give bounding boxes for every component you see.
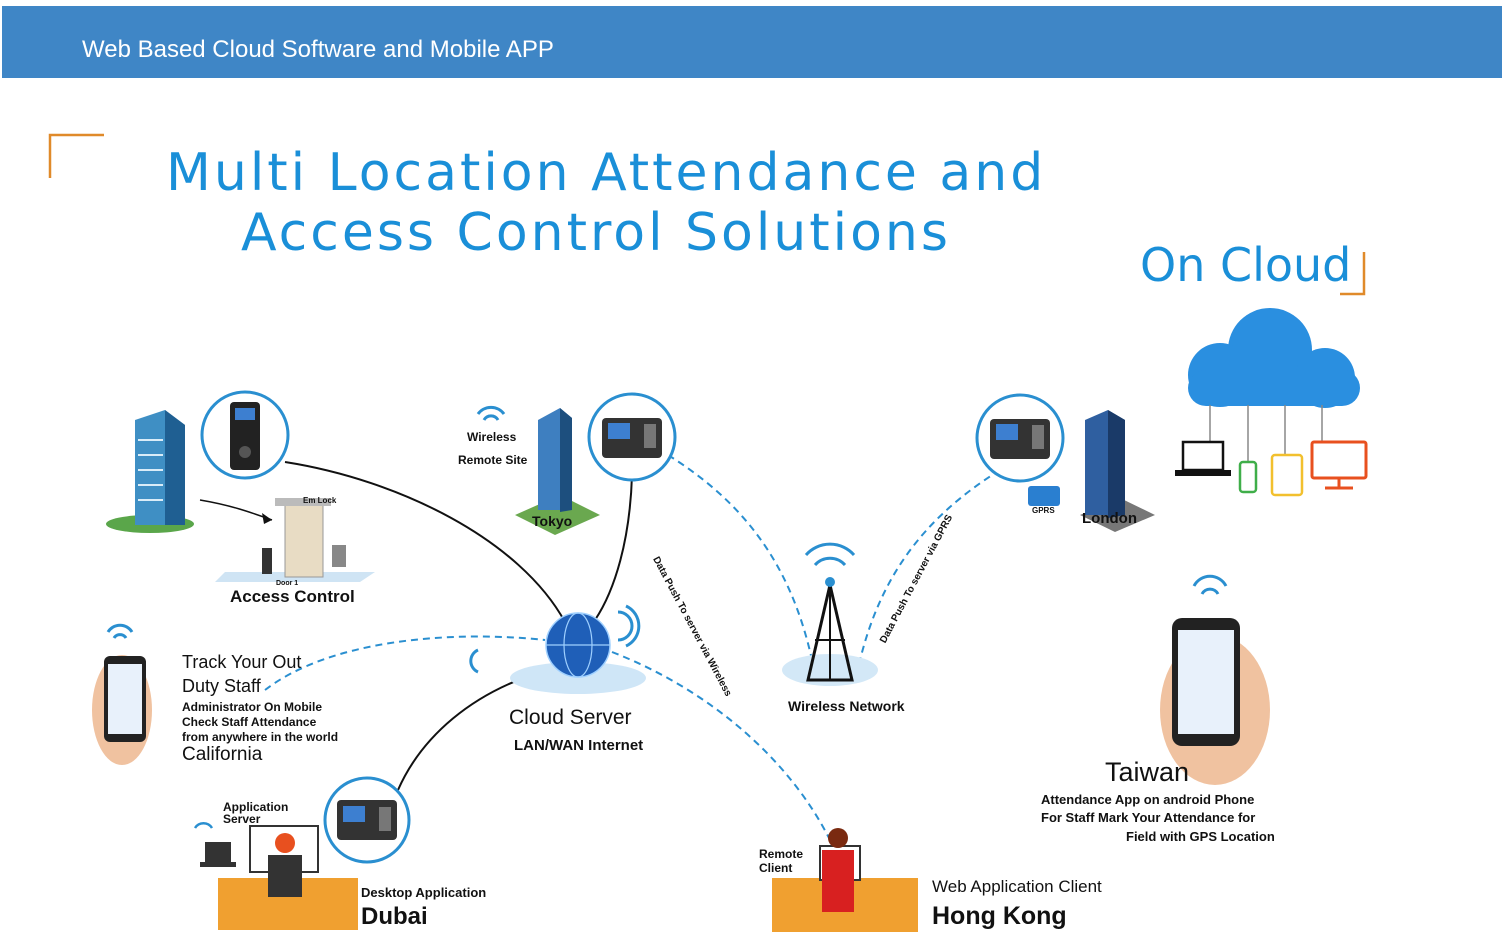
page-title-line1: Multi Location Attendance and — [166, 143, 1047, 203]
desktop-user-icon — [218, 825, 358, 930]
on-cloud-label: On Cloud — [1140, 238, 1352, 292]
line-tokyo-wireless — [667, 454, 813, 661]
taiwan-line1: Attendance App on android Phone — [1041, 792, 1255, 807]
corner-bracket-top-left — [48, 133, 104, 178]
wifi-icon-server — [469, 604, 641, 674]
web-application-client-label: Web Application Client — [932, 877, 1102, 896]
mobile-phone-icon-california — [92, 655, 152, 765]
cloud-connectors — [1209, 405, 1323, 462]
california-line5: from anywhere in the world — [182, 730, 339, 744]
california-line2: Duty Staff — [182, 676, 261, 696]
wifi-icon-dubai — [193, 822, 214, 829]
cloud-server-title: Cloud Server — [509, 706, 632, 729]
phone-icon — [1238, 460, 1258, 494]
wifi-icon-california — [106, 623, 134, 639]
line-access-control-server — [284, 461, 566, 623]
california-line3: Administrator On Mobile — [182, 700, 323, 714]
desktop-application-label: Desktop Application — [361, 885, 487, 900]
mobile-phone-icon-taiwan — [1160, 618, 1270, 785]
attendance-terminal-icon-tokyo — [587, 392, 677, 482]
taiwan-line2: For Staff Mark Your Attendance for — [1041, 810, 1256, 825]
tokyo-wireless-label: Wireless — [467, 430, 517, 444]
access-control-label: Access Control — [230, 587, 355, 606]
taiwan-line3: Field with GPS Location — [1126, 829, 1275, 844]
cloud-server-subtitle: LAN/WAN Internet — [514, 737, 644, 754]
wifi-icon-taiwan — [1192, 574, 1228, 595]
corner-bracket-on-cloud — [1340, 252, 1366, 296]
laptop-icon — [1175, 440, 1231, 476]
laptop-icon-dubai — [200, 842, 236, 867]
california-line1: Track Your Out — [182, 652, 302, 672]
header-title: Web Based Cloud Software and Mobile APP — [82, 36, 554, 63]
tokyo-remote-site-label: Remote Site — [458, 453, 528, 467]
remote-client-line1: Remote — [759, 847, 804, 861]
line-california-server — [264, 635, 546, 691]
page-title-line2: Access Control Solutions — [241, 203, 951, 263]
attendance-terminal-icon-london — [975, 393, 1065, 483]
remote-client-line2: Client — [759, 861, 793, 875]
california-line4: Check Staff Attendance — [182, 715, 317, 729]
wireless-tower-icon — [782, 542, 878, 686]
gprs-sim-icon — [1028, 486, 1060, 506]
tokyo-building-icon — [515, 408, 600, 535]
tokyo-city-label: Tokyo — [532, 513, 573, 529]
cloud-icon — [1188, 308, 1360, 408]
line-tokyo-server — [594, 474, 633, 621]
wifi-icon-tokyo — [476, 405, 506, 421]
app-server-line2: Server — [223, 812, 261, 826]
app-server-line1: Application — [223, 800, 289, 814]
california-city-label: California — [182, 744, 263, 765]
wireless-network-label: Wireless Network — [788, 698, 905, 714]
london-city-label: London — [1082, 510, 1137, 527]
header-bar: Web Based Cloud Software and Mobile APP — [2, 6, 1502, 78]
remote-client-user-icon — [772, 828, 918, 932]
em-lock-label: Em Lock — [303, 496, 337, 505]
gprs-label: GPRS — [1032, 506, 1055, 515]
london-building-icon — [1080, 410, 1155, 532]
tablet-icon — [1270, 453, 1304, 497]
dubai-city-label: Dubai — [361, 903, 428, 930]
attendance-terminal-icon-dubai — [323, 776, 411, 864]
hong-kong-city-label: Hong Kong — [932, 902, 1067, 930]
door-label: Door 1 — [276, 580, 299, 587]
monitor-icon — [1310, 440, 1368, 490]
line-london-wireless — [859, 469, 1001, 661]
taiwan-city-label: Taiwan — [1105, 757, 1190, 787]
door-icon — [215, 498, 375, 582]
line-server-hongkong — [611, 651, 831, 841]
office-building-icon — [106, 410, 194, 533]
cloud-server-globe-icon — [510, 612, 646, 694]
fingerprint-reader-icon — [200, 390, 290, 480]
arrow-to-door — [199, 499, 273, 521]
